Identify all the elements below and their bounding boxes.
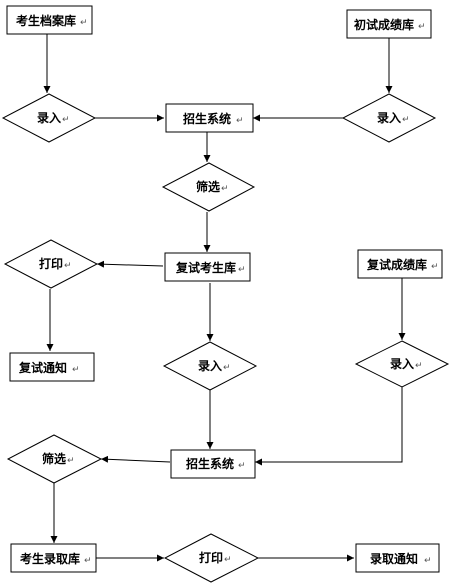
svg-text:↵: ↵ <box>221 184 229 194</box>
node-initial-scores: 初试成绩库 ↵ <box>346 9 432 39</box>
entry-left-label: 录入 <box>37 111 61 125</box>
svg-text:↵: ↵ <box>72 365 80 375</box>
svg-text:↵: ↵ <box>223 363 231 373</box>
node-admission-system-1: 招生系统 ↵ <box>165 103 254 133</box>
print-1-label: 打印 <box>39 256 63 271</box>
entry-mid-label: 录入 <box>198 359 222 373</box>
edge-retest-to-print <box>96 260 164 268</box>
screening-1-label: 筛选 <box>196 179 220 194</box>
node-student-archive: 考生档案库 ↵ <box>6 5 93 35</box>
retest-notice-label: 复试通知 <box>18 360 67 375</box>
node-print-1: 打印 ↵ <box>3 239 99 289</box>
node-entry-right-2: 录入 ↵ <box>354 340 450 388</box>
entry-right-label: 录入 <box>377 111 401 125</box>
admission-system-1-label: 招生系统 <box>183 111 231 126</box>
retest-scores-label: 复试成绩库 <box>366 257 427 272</box>
svg-text:↵: ↵ <box>238 461 246 471</box>
node-admission-system-2: 招生系统 ↵ <box>170 449 256 479</box>
svg-text:↵: ↵ <box>424 556 432 566</box>
retest-candidates-label: 复试考生库 <box>175 260 236 275</box>
svg-text:↵: ↵ <box>67 456 75 466</box>
node-entry-right: 录入 ↵ <box>341 93 437 143</box>
svg-text:↵: ↵ <box>402 115 410 125</box>
node-retest-candidates: 复试考生库 ↵ <box>164 252 251 282</box>
screening-2-label: 筛选 <box>42 451 66 466</box>
svg-text:↵: ↵ <box>236 116 244 126</box>
node-entry-mid: 录入 ↵ <box>162 341 258 391</box>
node-retest-notice: 复试通知 ↵ <box>9 352 95 382</box>
svg-text:↵: ↵ <box>84 556 92 566</box>
print-2-label: 打印 <box>199 550 223 565</box>
admission-notice-label: 录取通知 <box>370 551 418 566</box>
node-retest-scores: 复试成绩库 ↵ <box>357 249 443 279</box>
svg-text:↵: ↵ <box>431 262 439 272</box>
entry-right-2-label: 录入 <box>390 357 414 371</box>
svg-text:↵: ↵ <box>62 115 70 125</box>
node-screening-2: 筛选 ↵ <box>6 434 103 484</box>
svg-text:↵: ↵ <box>80 18 88 28</box>
admission-system-2-label: 招生系统 <box>186 456 234 471</box>
edge-system-to-screening2 <box>100 455 171 463</box>
edges <box>43 34 406 562</box>
initial-scores-label: 初试成绩库 <box>354 17 414 32</box>
svg-text:↵: ↵ <box>415 361 423 371</box>
student-archive-label: 考生档案库 <box>16 13 76 28</box>
svg-text:↵: ↵ <box>64 261 72 271</box>
svg-text:↵: ↵ <box>224 555 232 565</box>
admitted-students-label: 考生录取库 <box>20 551 80 566</box>
svg-text:↵: ↵ <box>418 22 426 32</box>
node-admitted-students: 考生录取库 ↵ <box>10 543 97 573</box>
node-print-2: 打印 ↵ <box>163 533 260 583</box>
edge-entry-right2-to-system <box>255 387 403 466</box>
node-screening-1: 筛选 ↵ <box>161 162 256 212</box>
node-admission-notice: 录取通知 ↵ <box>355 543 440 573</box>
node-entry-left: 录入 ↵ <box>1 93 97 143</box>
svg-text:↵: ↵ <box>238 265 246 275</box>
